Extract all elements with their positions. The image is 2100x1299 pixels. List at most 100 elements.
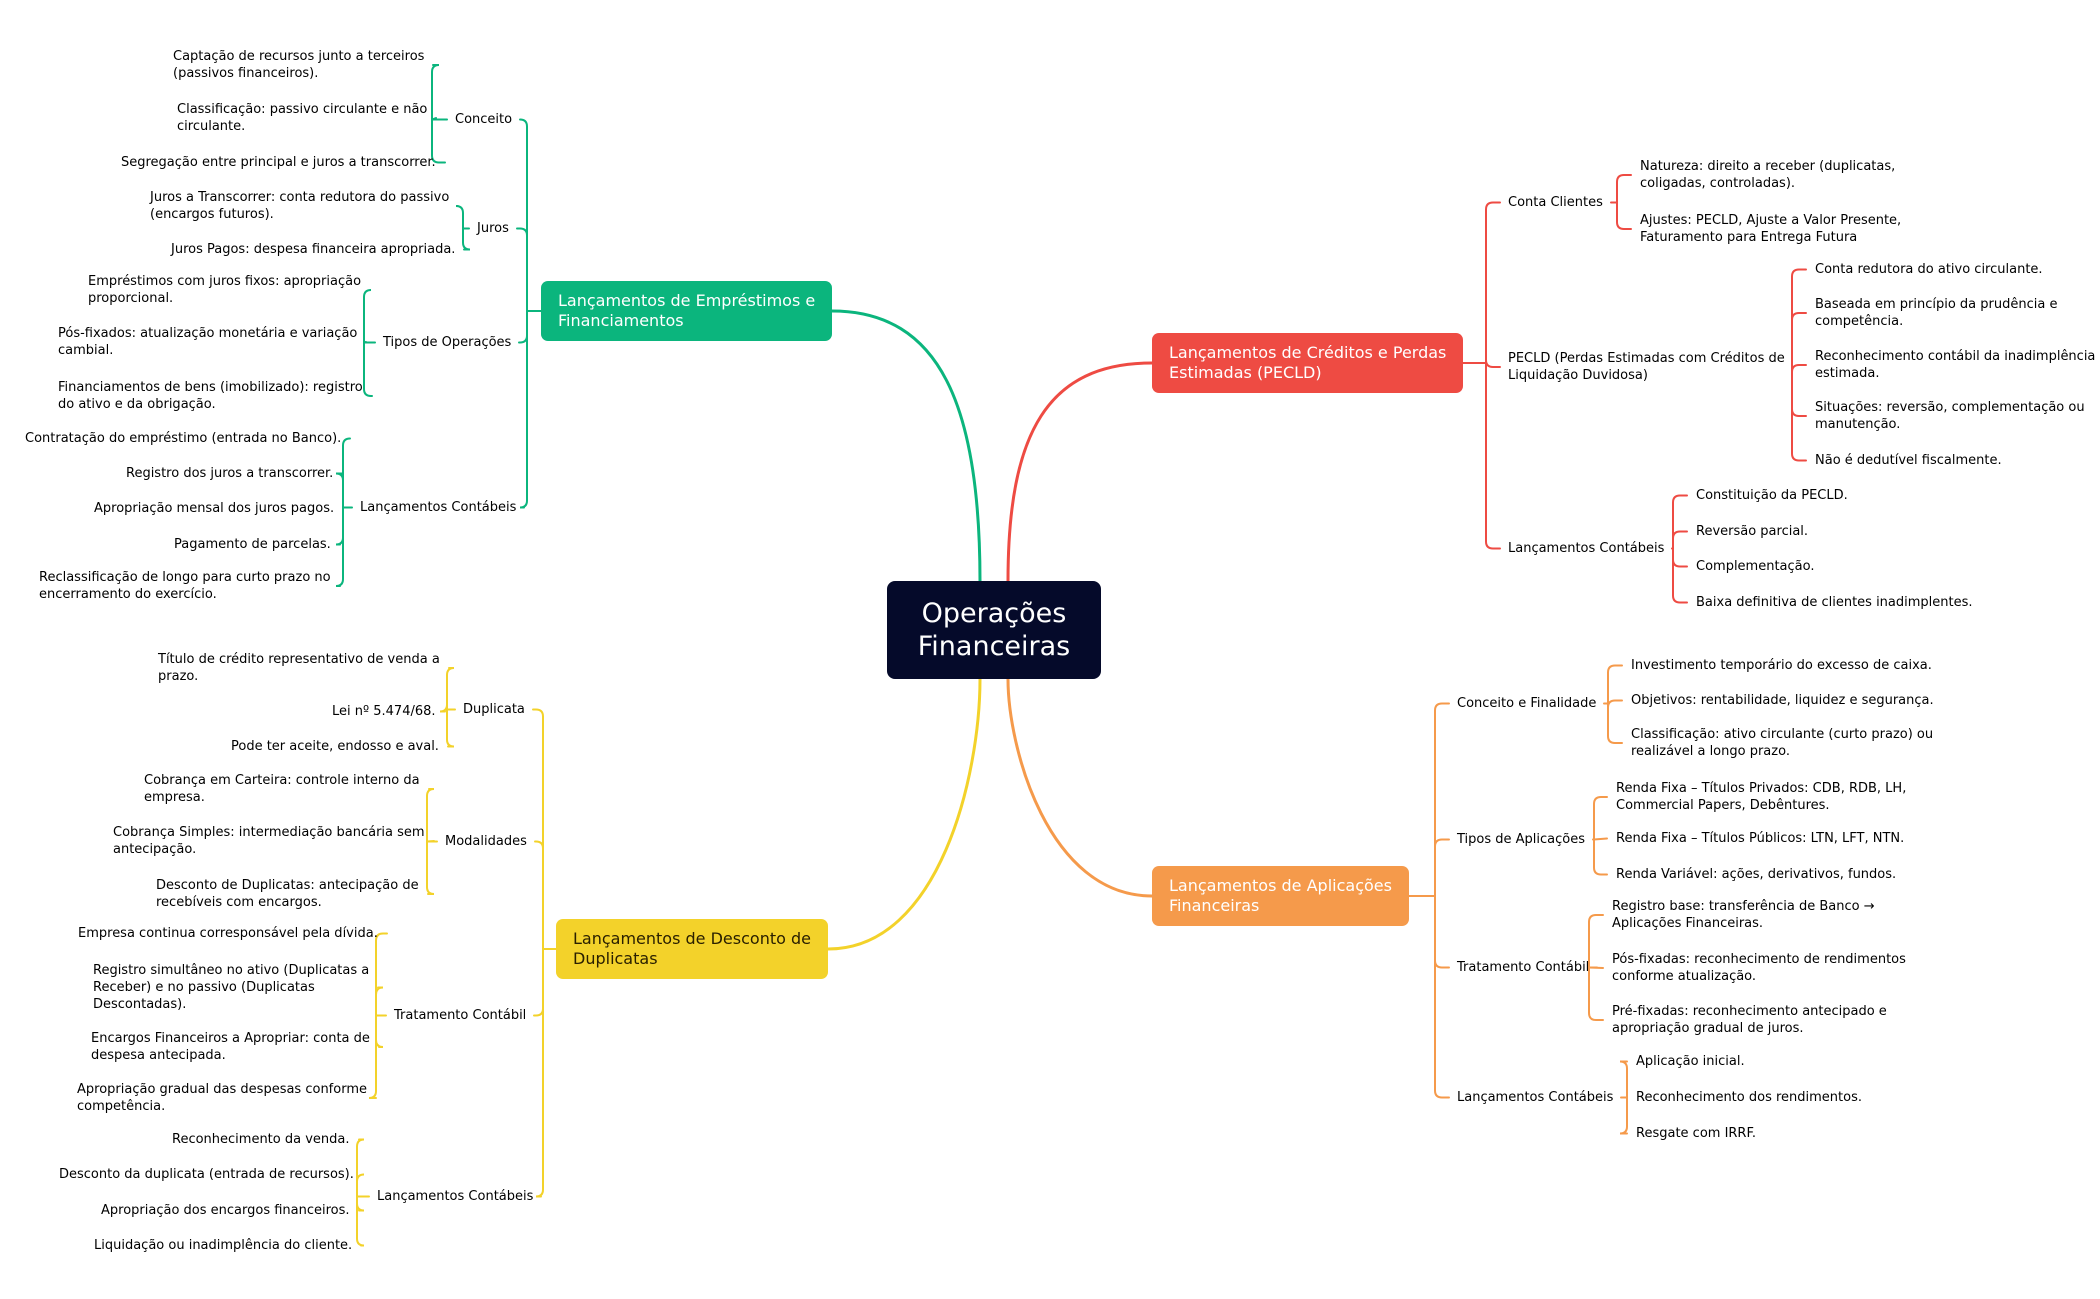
connector-line: [356, 1173, 365, 1198]
topic-lancamentos-contabeis[interactable]: Lançamentos Contábeis: [1457, 1090, 1614, 1105]
leaf-reversao-parcial[interactable]: Reversão parcial.: [1696, 524, 1809, 539]
leaf-reclassificacao-de-longo-para-curto-praz[interactable]: Reclassificação de longo para curto praz…: [39, 570, 331, 602]
topic-tratamento-contabil[interactable]: Tratamento Contábil: [1457, 960, 1590, 975]
connector-line: [1434, 838, 1450, 897]
topic-modalidades[interactable]: Modalidades: [445, 834, 527, 849]
leaf-reconhecimento-contabil-da-inadimplencia[interactable]: Reconhecimento contábil da inadimplência…: [1815, 349, 2096, 381]
topic-lancamentos-contabeis[interactable]: Lançamentos Contábeis: [1508, 541, 1665, 556]
connector-line: [1485, 362, 1501, 550]
leaf-constituicao-da-pecld[interactable]: Constituição da PECLD.: [1696, 488, 1848, 503]
leaf-financiamentos-de-bens-imobilizado-regis[interactable]: Financiamentos de bens (imobilizado): re…: [58, 380, 363, 412]
leaf-titulo-de-credito-representativo-de-vend[interactable]: Título de crédito representativo de vend…: [158, 652, 440, 684]
connector-line: [426, 840, 435, 843]
connector-line: [1006, 361, 1154, 583]
branch-pecld[interactable]: Lançamentos de Créditos e Perdas Estimad…: [1152, 333, 1464, 393]
connector-line: [375, 986, 384, 1017]
topic-lancamentos-contabeis[interactable]: Lançamentos Contábeis: [360, 500, 517, 515]
leaf-reconhecimento-dos-rendimentos[interactable]: Reconhecimento dos rendimentos.: [1636, 1090, 1862, 1105]
leaf-cobranca-simples-intermediacao-bancaria-[interactable]: Cobrança Simples: intermediação bancária…: [113, 825, 425, 857]
leaf-natureza-direito-a-receber-duplicatas-co[interactable]: Natureza: direito a receber (duplicatas,…: [1640, 159, 1896, 191]
connector-line: [533, 948, 544, 1017]
leaf-renda-fixa-titulos-publicos-ltn-lft-ntn[interactable]: Renda Fixa – Títulos Públicos: LTN, LFT,…: [1616, 831, 1905, 846]
leaf-pos-fixados-atualizacao-monetaria-e-vari[interactable]: Pós-fixados: atualização monetária e var…: [58, 326, 358, 358]
leaf-desconto-de-duplicatas-antecipacao-de-re[interactable]: Desconto de Duplicatas: antecipação de r…: [156, 878, 419, 910]
leaf-encargos-financeiros-a-apropriar-conta-d[interactable]: Encargos Financeiros a Apropriar: conta …: [91, 1031, 370, 1063]
leaf-investimento-temporario-do-excesso-de-ca[interactable]: Investimento temporário do excesso de ca…: [1631, 658, 1932, 673]
topic-conceito-e-finalidade[interactable]: Conceito e Finalidade: [1457, 696, 1597, 711]
leaf-cobranca-em-carteira-controle-interno-da[interactable]: Cobrança em Carteira: controle interno d…: [144, 773, 420, 805]
topic-lancamentos-contabeis[interactable]: Lançamentos Contábeis: [377, 1189, 534, 1204]
leaf-segregacao-entre-principal-e-juros-a-tra[interactable]: Segregação entre principal e juros a tra…: [121, 155, 436, 170]
branch-duplicatas[interactable]: Lançamentos de Desconto de Duplicatas: [556, 919, 828, 979]
leaf-registro-dos-juros-a-transcorrer[interactable]: Registro dos juros a transcorrer.: [126, 466, 334, 481]
topic-juros[interactable]: Juros: [477, 221, 509, 236]
leaf-juros-a-transcorrer-conta-redutora-do-pa[interactable]: Juros a Transcorrer: conta redutora do p…: [150, 190, 450, 222]
connector-line: [516, 227, 528, 312]
leaf-conta-redutora-do-ativo-circulante[interactable]: Conta redutora do ativo circulante.: [1815, 262, 2043, 277]
topic-tipos-de-operacoes[interactable]: Tipos de Operações: [383, 335, 512, 350]
leaf-emprestimos-com-juros-fixos-apropriacao-[interactable]: Empréstimos com juros fixos: apropriação…: [88, 274, 362, 306]
connector-line: [368, 1014, 377, 1099]
connector-line: [1672, 547, 1688, 568]
leaf-baixa-definitiva-de-clientes-inadimplent[interactable]: Baixa definitiva de clientes inadimplent…: [1696, 595, 1973, 610]
topic-tratamento-contabil[interactable]: Tratamento Contábil: [394, 1008, 527, 1023]
leaf-apropriacao-mensal-dos-juros-pagos[interactable]: Apropriação mensal dos juros pagos.: [94, 501, 335, 516]
branch-emprestimos[interactable]: Lançamentos de Empréstimos e Financiamen…: [541, 281, 833, 341]
connector-line: [342, 437, 351, 509]
connector-line: [431, 64, 440, 121]
connector-line: [356, 1195, 365, 1247]
leaf-pre-fixadas-reconhecimento-antecipado-e-[interactable]: Pré-fixadas: reconhecimento antecipado e…: [1612, 1004, 1887, 1036]
leaf-desconto-da-duplicata-entrada-de-recurso[interactable]: Desconto da duplicata (entrada de recurs…: [59, 1167, 354, 1182]
topic-pecld-perdas-estimadas-com-creditos-de-l[interactable]: PECLD (Perdas Estimadas com Créditos de …: [1508, 351, 1785, 383]
leaf-aplicacao-inicial[interactable]: Aplicação inicial.: [1636, 1054, 1745, 1069]
leaf-pos-fixadas-reconhecimento-de-rendimento[interactable]: Pós-fixadas: reconhecimento de rendiment…: [1612, 952, 1906, 984]
leaf-situacoes-reversao-complementacao-ou-man[interactable]: Situações: reversão, complementação ou m…: [1815, 400, 2085, 432]
leaf-empresa-continua-corresponsavel-pela-div[interactable]: Empresa continua corresponsável pela dív…: [78, 926, 378, 941]
topic-conceito[interactable]: Conceito: [455, 112, 513, 127]
leaf-pagamento-de-parcelas[interactable]: Pagamento de parcelas.: [174, 537, 331, 552]
connector-line: [1616, 174, 1632, 204]
leaf-renda-fixa-titulos-privados-cdb-rdb-lh-c[interactable]: Renda Fixa – Títulos Privados: CDB, RDB,…: [1616, 781, 1907, 813]
leaf-complementacao[interactable]: Complementação.: [1696, 559, 1815, 574]
leaf-resgate-com-irrf[interactable]: Resgate com IRRF.: [1636, 1126, 1756, 1141]
connector-line: [431, 118, 446, 164]
topic-tipos-de-aplicacoes[interactable]: Tipos de Aplicações: [1457, 832, 1586, 847]
branch-aplicacoes[interactable]: Lançamentos de Aplicações Financeiras: [1152, 866, 1409, 926]
leaf-objetivos-rentabilidade-liquidez-e-segur[interactable]: Objetivos: rentabilidade, liquidez e seg…: [1631, 693, 1934, 708]
leaf-classificacao-passivo-circulante-e-nao-c[interactable]: Classificação: passivo circulante e não …: [177, 102, 428, 134]
connector-line: [1434, 895, 1450, 969]
leaf-nao-e-dedutivel-fiscalmente[interactable]: Não é dedutível fiscalmente.: [1815, 453, 2002, 468]
leaf-reconhecimento-da-venda[interactable]: Reconhecimento da venda.: [172, 1132, 350, 1147]
leaf-registro-simultaneo-no-ativo-duplicatas-[interactable]: Registro simultâneo no ativo (Duplicatas…: [93, 963, 370, 1012]
leaf-apropriacao-gradual-das-despesas-conform[interactable]: Apropriação gradual das despesas conform…: [77, 1082, 367, 1114]
connector-line: [363, 289, 372, 344]
leaf-registro-base-transferencia-de-banco-apl[interactable]: Registro base: transferência de Banco → …: [1612, 899, 1875, 931]
leaf-liquidacao-ou-inadimplencia-do-cliente[interactable]: Liquidação ou inadimplência do cliente.: [94, 1238, 353, 1253]
leaf-baseada-em-principio-da-prudencia-e-comp[interactable]: Baseada em princípio da prudência e comp…: [1815, 297, 2058, 329]
connector-line: [518, 310, 528, 344]
connector-line: [1593, 796, 1608, 841]
leaf-pode-ter-aceite-endosso-e-aval[interactable]: Pode ter aceite, endosso e aval.: [231, 739, 439, 754]
leaf-apropriacao-dos-encargos-financeiros[interactable]: Apropriação dos encargos financeiros.: [101, 1203, 350, 1218]
connector-line: [455, 205, 464, 230]
topic-duplicata[interactable]: Duplicata: [463, 702, 525, 717]
leaf-contratacao-do-emprestimo-entrada-no-ban[interactable]: Contratação do empréstimo (entrada no Ba…: [25, 431, 342, 446]
connector-line: [1588, 914, 1604, 969]
connector-line: [1619, 1060, 1628, 1099]
connector-line: [439, 704, 448, 713]
connector-line: [1485, 359, 1501, 368]
connector-line: [1588, 966, 1604, 1021]
leaf-ajustes-pecld-ajuste-a-valor-presente-fa[interactable]: Ajustes: PECLD, Ajuste a Valor Presente,…: [1640, 213, 1902, 245]
connector-line: [1485, 201, 1501, 364]
connector-line: [1791, 366, 1807, 417]
leaf-captacao-de-recursos-junto-a-terceiros-p[interactable]: Captação de recursos junto a terceiros (…: [173, 49, 425, 81]
leaf-lei-n-5-474-68[interactable]: Lei nº 5.474/68.: [332, 704, 436, 719]
leaf-juros-pagos-despesa-financeira-apropriad[interactable]: Juros Pagos: despesa financeira apropria…: [171, 242, 456, 257]
root-topic[interactable]: Operações Financeiras: [887, 581, 1101, 679]
connector-line: [375, 932, 388, 1017]
leaf-renda-variavel-acoes-derivativos-fundos[interactable]: Renda Variável: ações, derivativos, fund…: [1616, 867, 1897, 882]
connector-line: [426, 840, 435, 895]
connector-line: [519, 118, 528, 312]
leaf-classificacao-ativo-circulante-curto-pra[interactable]: Classificação: ativo circulante (curto p…: [1631, 727, 1934, 759]
topic-conta-clientes[interactable]: Conta Clientes: [1508, 195, 1603, 210]
